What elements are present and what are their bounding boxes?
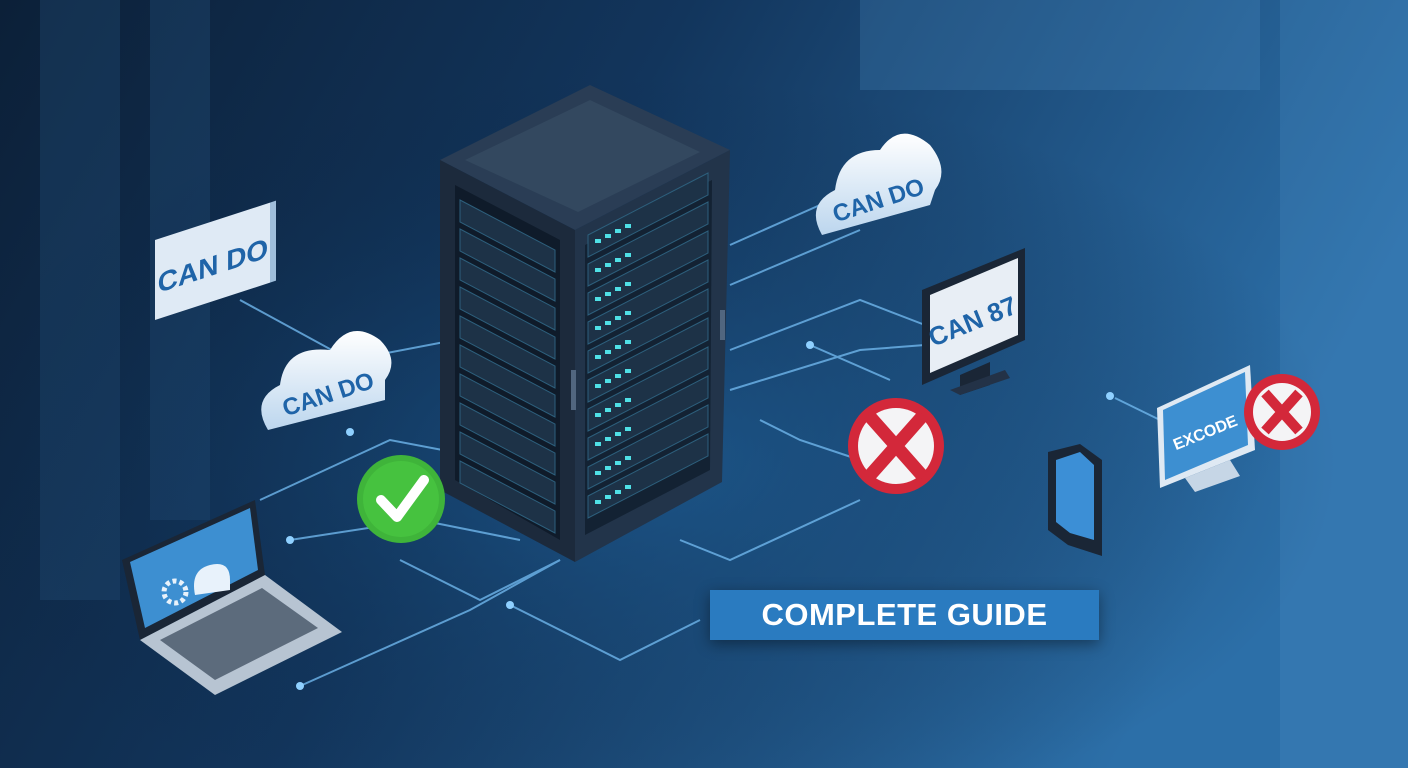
complete-guide-banner: COMPLETE GUIDE [710, 590, 1099, 640]
server-led [625, 485, 631, 489]
server-led [605, 437, 611, 441]
server-led [615, 432, 621, 436]
server-unit-front [459, 199, 556, 273]
server-unit-front [459, 257, 556, 331]
laptop [122, 500, 342, 695]
circuit-lines [239, 204, 1161, 687]
server-unit-side [587, 404, 709, 490]
server-led [615, 403, 621, 407]
server-led [605, 321, 611, 325]
server-unit-front [459, 431, 556, 505]
server-led [605, 466, 611, 470]
error-x-small-icon [1244, 374, 1320, 450]
can-do-sign: CAN DO [155, 200, 276, 320]
server-led [625, 427, 631, 431]
error-x-icon [848, 398, 944, 494]
server-led [625, 340, 631, 344]
server-led [615, 316, 621, 320]
server-unit-front [459, 344, 556, 418]
cloud-top-right: CAN DO [815, 133, 942, 235]
server-unit-front [459, 373, 556, 447]
server-led [605, 292, 611, 296]
lock-cloud-icon [194, 564, 230, 595]
server-unit-side [587, 317, 709, 403]
server-unit-side [587, 346, 709, 432]
server-led [595, 239, 601, 243]
server-led [595, 297, 601, 301]
server-rack [440, 85, 730, 562]
server-led [605, 234, 611, 238]
server-led [615, 374, 621, 378]
server-led [615, 229, 621, 233]
success-check-icon [357, 455, 445, 543]
server-led [595, 500, 601, 504]
server-led [615, 490, 621, 494]
cloud-left: CAN DO [261, 331, 392, 430]
server-led [615, 287, 621, 291]
server-unit-front [459, 228, 556, 302]
server-led [625, 282, 631, 286]
server-unit-side [587, 433, 709, 519]
server-led [625, 224, 631, 228]
server-led [605, 379, 611, 383]
server-unit-front [459, 402, 556, 476]
server-unit-front [459, 315, 556, 389]
server-led [625, 369, 631, 373]
gear-icon [161, 578, 189, 606]
server-led [625, 253, 631, 257]
server-led [605, 350, 611, 354]
server-led [615, 461, 621, 465]
server-led [605, 263, 611, 267]
server-led [615, 345, 621, 349]
server-unit-front [459, 286, 556, 360]
server-unit-side [587, 172, 709, 258]
server-led [595, 413, 601, 417]
server-led [615, 258, 621, 262]
monitor-excode: EXCODE [1157, 365, 1255, 492]
monitor-can87: CAN 87 [922, 248, 1025, 395]
server-led [595, 268, 601, 272]
smartphone [1048, 444, 1102, 556]
server-led [605, 495, 611, 499]
server-led [625, 311, 631, 315]
server-unit-side [587, 230, 709, 316]
server-led [625, 398, 631, 402]
server-unit-side [587, 288, 709, 374]
server-units [459, 172, 709, 534]
server-led [595, 384, 601, 388]
server-led [595, 355, 601, 359]
server-led [595, 442, 601, 446]
server-led [595, 471, 601, 475]
server-unit-front [459, 460, 556, 534]
server-led [605, 408, 611, 412]
server-unit-side [587, 375, 709, 461]
server-led [625, 456, 631, 460]
server-led [595, 326, 601, 330]
server-unit-side [587, 259, 709, 345]
server-unit-side [587, 201, 709, 287]
